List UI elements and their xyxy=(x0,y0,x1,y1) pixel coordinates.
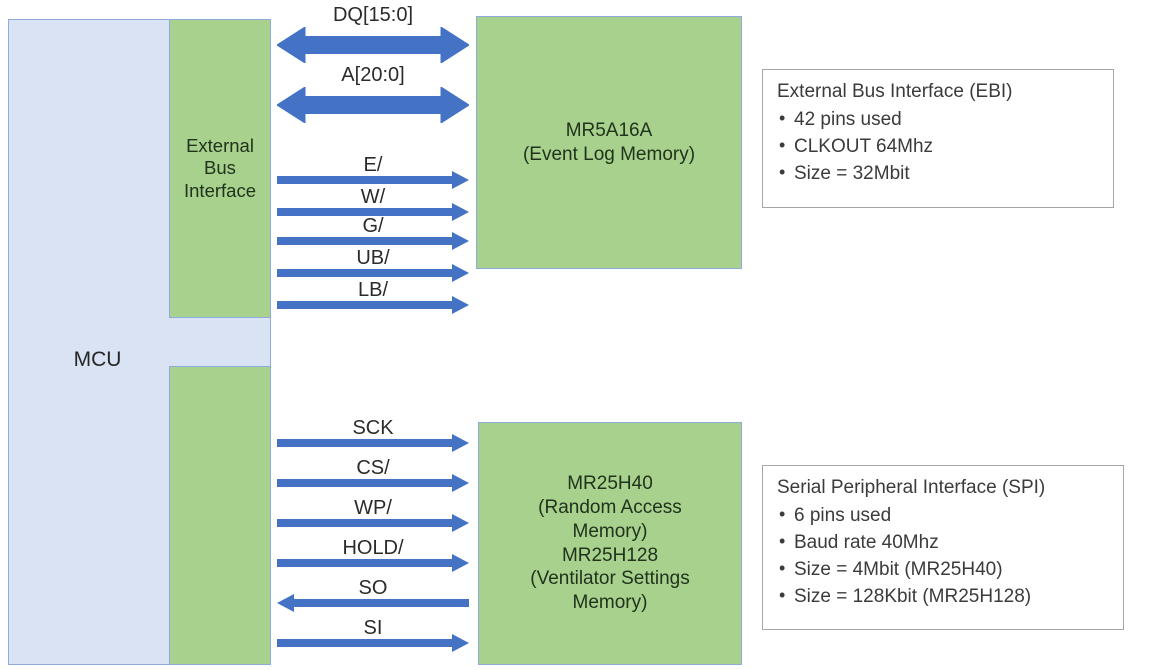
spi-note-list: 6 pins used Baud rate 40Mhz Size = 4Mbit… xyxy=(777,502,1109,611)
signal-label: SO xyxy=(358,577,388,599)
ebi-note-list: 42 pins used CLKOUT 64Mhz Size = 32Mbit xyxy=(777,106,1099,188)
signal-label: W/ xyxy=(360,186,386,208)
signal-label: CS/ xyxy=(356,457,390,479)
signal-arrow-dq150 xyxy=(277,27,469,63)
signal-arrow-sck xyxy=(277,434,469,452)
spi-memory-line-2: (Random Access xyxy=(538,497,682,518)
signal-arrow-w xyxy=(277,203,469,221)
mcu-label: MCU xyxy=(73,348,122,371)
spi-memory-block: MR25H40 (Random Access Memory) MR25H128 … xyxy=(478,422,742,665)
signal-arrow-e xyxy=(277,171,469,189)
ebi-label-line-3: Interface xyxy=(184,179,256,201)
spi-note-box: Serial Peripheral Interface (SPI) 6 pins… xyxy=(762,465,1124,630)
spi-memory-line-5: (Ventilator Settings xyxy=(530,568,690,590)
event-log-memory-line-1: MR5A16A xyxy=(565,119,653,141)
signal-arrow-a200 xyxy=(277,87,469,123)
ebi-note-box: External Bus Interface (EBI) 42 pins use… xyxy=(762,69,1114,208)
spi-note-bullet: 6 pins used xyxy=(777,502,1109,530)
signal-arrow-hold xyxy=(277,554,469,572)
ebi-note-title: External Bus Interface (EBI) xyxy=(777,81,1013,102)
ebi-note-bullet: CLKOUT 64Mhz xyxy=(777,133,1099,161)
signal-label: A[20:0] xyxy=(341,64,405,86)
signal-arrow-cs xyxy=(277,474,469,492)
ebi-note-bullet: 42 pins used xyxy=(777,106,1099,134)
ebi-note-bullet: Size = 32Mbit xyxy=(777,160,1099,188)
signal-arrow-ub xyxy=(277,264,469,282)
event-log-memory-label: MR5A16A (Event Log Memory) xyxy=(523,119,695,167)
signal-arrow-so xyxy=(277,594,469,612)
spi-memory-line-4: MR25H128 xyxy=(561,544,659,566)
spi-note-bullet: Size = 4Mbit (MR25H40) xyxy=(777,556,1109,584)
signal-label: WP/ xyxy=(354,497,392,519)
signal-label: UB/ xyxy=(356,247,390,269)
spi-note-title: Serial Peripheral Interface (SPI) xyxy=(777,477,1046,498)
signal-label: SCK xyxy=(352,417,394,439)
signal-label: E/ xyxy=(363,154,383,176)
spi-memory-line-1: MR25H40 xyxy=(567,473,653,495)
ebi-label-line-1: External xyxy=(186,134,254,156)
ebi-label-line-2: Bus xyxy=(204,157,236,179)
external-bus-interface-block: External Bus Interface xyxy=(169,19,271,318)
spi-note-bullet: Baud rate 40Mhz xyxy=(777,529,1109,557)
signal-arrow-si xyxy=(277,634,469,652)
spi-note-bullet: Size = 128Kbit (MR25H128) xyxy=(777,583,1109,611)
spi-interface-block xyxy=(169,366,271,665)
signal-label: DQ[15:0] xyxy=(332,4,414,26)
external-bus-interface-label: External Bus Interface xyxy=(184,135,256,203)
signal-label: G/ xyxy=(362,215,384,237)
signal-label: SI xyxy=(363,617,383,639)
spi-memory-label: MR25H40 (Random Access Memory) MR25H128 … xyxy=(530,472,689,615)
spi-memory-line-6: Memory) xyxy=(572,592,648,613)
signal-label: LB/ xyxy=(357,279,389,301)
event-log-memory-line-2: (Event Log Memory) xyxy=(522,143,696,165)
signal-label: HOLD/ xyxy=(342,537,404,559)
event-log-memory-block: MR5A16A (Event Log Memory) xyxy=(476,16,742,269)
spi-memory-line-3: Memory) xyxy=(572,520,648,542)
signal-arrow-wp xyxy=(277,514,469,532)
signal-arrow-g xyxy=(277,232,469,250)
signal-arrow-lb xyxy=(277,296,469,314)
